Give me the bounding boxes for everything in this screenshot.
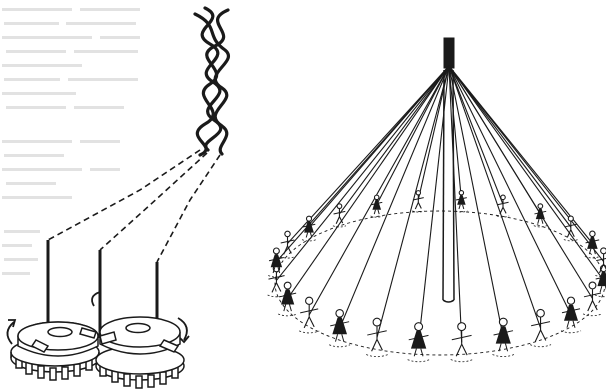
ribbon: [340, 66, 449, 328]
dancer-head: [284, 282, 291, 289]
dancer-dress: [457, 195, 465, 205]
ribbon: [449, 66, 503, 337]
dancer-dress: [411, 331, 426, 349]
dancer-head: [306, 297, 313, 304]
dancer-dress: [332, 317, 347, 334]
dancer-figure-girl: [492, 318, 514, 356]
ribbon: [449, 66, 571, 227]
dancer-head: [567, 297, 574, 304]
dancer-head: [416, 191, 420, 195]
dancer-figure-girl: [329, 310, 350, 347]
dancer-head: [374, 195, 378, 199]
ribbon: [449, 66, 503, 204]
ribbons: [276, 66, 603, 342]
dancer-head: [537, 309, 545, 317]
strand-paths: [48, 150, 220, 262]
dancer-figure-boy: [280, 231, 295, 258]
strand-3: [157, 155, 220, 262]
dancer-figure-boy: [268, 265, 286, 296]
dancer-head: [336, 310, 344, 318]
dancer-head: [273, 248, 279, 254]
braiding-machine-panel: [0, 0, 250, 390]
ribbon: [449, 66, 571, 315]
ribbon: [309, 66, 449, 315]
dancer-head: [538, 204, 543, 209]
ribbon: [276, 66, 449, 280]
gear-left: [11, 322, 99, 380]
halftone-background: [2, 8, 140, 275]
dancer-head: [499, 318, 507, 326]
dancer-dress: [564, 305, 578, 321]
dancer-dress: [496, 326, 511, 343]
dancer-figure-boy: [451, 323, 473, 362]
dancer-figure-girl: [455, 191, 467, 212]
dancer-dress: [372, 200, 381, 210]
dancer-head: [337, 204, 342, 209]
dancer-head: [568, 216, 573, 221]
dancer-head: [285, 231, 290, 236]
dancer-figure-girl: [561, 297, 581, 333]
ribbon: [449, 66, 604, 280]
strand-1: [48, 150, 200, 240]
braiding-machine-illustration: [0, 0, 250, 390]
dancer-head: [458, 323, 466, 331]
dancer-figure-boy: [412, 191, 424, 212]
dancer-head: [601, 248, 606, 254]
ribbon: [288, 66, 449, 244]
dancer-head: [306, 216, 311, 221]
ribbon: [449, 66, 604, 262]
dancer-dress: [271, 254, 282, 267]
dancer-head: [373, 318, 381, 326]
strand-2: [100, 153, 207, 250]
dancer-figure-boy: [530, 309, 551, 346]
dancer-head: [501, 195, 505, 199]
ribbon: [288, 66, 449, 299]
braided-rope: [195, 8, 228, 155]
ribbon: [449, 66, 461, 200]
dancer-figure-girl: [371, 195, 383, 217]
maypole-dance-illustration: [250, 0, 606, 390]
maypole-top-cap: [444, 38, 454, 68]
maypole-dance-panel: [250, 0, 606, 390]
dancer-figure-girl: [408, 323, 430, 362]
gear-right: [96, 317, 184, 388]
dancer-dress: [536, 209, 545, 219]
dancer-head: [459, 191, 463, 195]
dancer-figure-boy: [497, 195, 509, 217]
dancer-head: [589, 282, 596, 289]
dancer-head: [590, 231, 595, 236]
dancer-head: [415, 323, 423, 331]
